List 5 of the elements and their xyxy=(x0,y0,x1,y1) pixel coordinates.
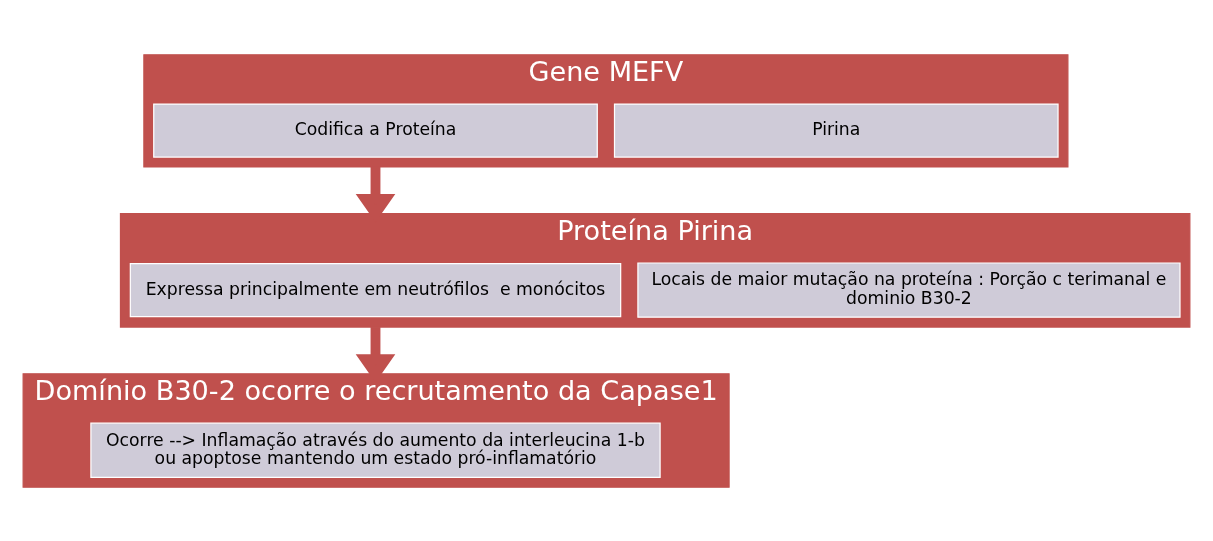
node-box: Pirina xyxy=(613,102,1059,158)
node-box: Locais de maior mutação na proteína : Porção c terimanal e dominio B30-2 xyxy=(637,261,1181,318)
node-box: Ocorre --> Inflamação através do aumento da interleucina 1-b ou apoptose mantendo um estado pró-inflamatório xyxy=(90,422,661,478)
node-box: Codifica a Proteína xyxy=(153,102,598,158)
node-box: Expressa principalmente em neutrófilos e monócitos xyxy=(129,262,622,317)
